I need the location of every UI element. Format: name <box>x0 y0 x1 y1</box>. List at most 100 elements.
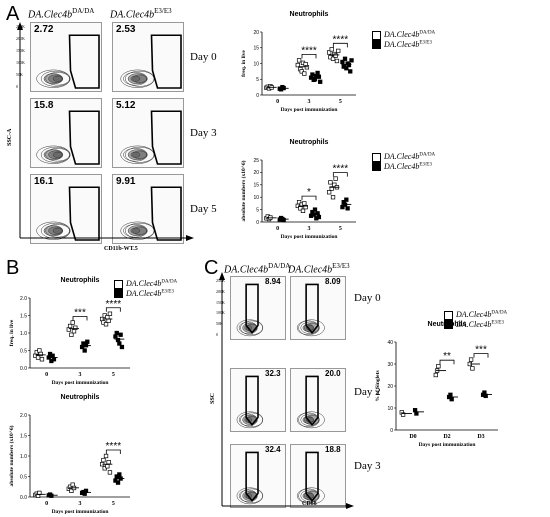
data-point-filled <box>85 339 90 344</box>
filled-square-icon <box>444 320 453 330</box>
y-tick-label: 0 <box>390 428 393 434</box>
x-tick-label: D2 <box>443 434 450 440</box>
x-tick-label: 3 <box>308 99 311 105</box>
significance-stars: * <box>307 187 311 198</box>
x-axis-label: Days post immunization <box>281 234 338 240</box>
density-contour <box>125 70 155 87</box>
data-point-open <box>37 348 42 353</box>
density-contour <box>236 487 264 505</box>
x-tick-label: D0 <box>409 434 416 440</box>
legend-item-dd: DA.Clec4bDA/DA <box>444 310 507 320</box>
significance-bracket <box>332 172 348 177</box>
data-point-open <box>336 48 341 54</box>
legend-item-e3: DA.Clec4bE3/E3 <box>114 289 177 299</box>
data-point-filled <box>82 348 87 353</box>
gate-outline <box>68 186 100 241</box>
data-point-open <box>329 47 334 52</box>
data-point-open <box>67 323 73 329</box>
density-contour <box>125 146 155 163</box>
data-point-open <box>101 457 106 463</box>
density-contour <box>40 146 71 163</box>
flow-y-tick: 150K <box>216 299 225 305</box>
data-point-open <box>302 71 307 76</box>
density-contour <box>36 221 71 240</box>
legend-item-dd: DA.Clec4bDA/DA <box>114 279 177 289</box>
flow-a-day-5: Day 5 <box>190 203 217 215</box>
flow-density-plot <box>112 98 184 168</box>
data-point-filled <box>344 66 349 71</box>
density-contour <box>298 411 325 429</box>
flow-c-genotype-dd: DA.Clec4bDA/DA <box>224 262 291 276</box>
legend-item-dd: DA.Clec4bDA/DA <box>372 30 435 40</box>
y-tick-label: 25 <box>253 158 259 164</box>
significance-stars: **** <box>301 45 317 56</box>
data-point-open <box>400 412 406 417</box>
chart-title: Neutrophils <box>428 321 467 328</box>
density-contour <box>298 487 325 505</box>
x-tick-label: 3 <box>79 501 82 507</box>
x-axis-label: Days post immunization <box>52 380 109 386</box>
density-contour <box>300 413 320 426</box>
data-point-open <box>299 69 304 74</box>
y-tick-label: 0.0 <box>20 366 27 372</box>
chart-title: Neutrophils <box>290 11 329 18</box>
legend-item-dd: DA.Clec4bDA/DA <box>372 152 435 162</box>
legend-item-e3: DA.Clec4bE3/E3 <box>372 40 435 50</box>
density-contour <box>130 227 141 234</box>
density-contour <box>123 148 148 162</box>
arrowhead <box>219 272 225 280</box>
data-point-open <box>295 62 300 68</box>
data-point-open <box>296 200 302 205</box>
gate-percentage: 32.4 <box>265 445 281 454</box>
significance-bracket <box>301 53 317 59</box>
flow-c-genotype-e3: DA.Clec4bE3/E3 <box>288 262 350 276</box>
data-point-filled <box>340 59 345 65</box>
density-contour <box>240 488 263 504</box>
y-tick-label: 30 <box>387 362 393 368</box>
flow-density-plot <box>112 22 184 92</box>
open-square-icon <box>372 152 381 162</box>
data-point-open <box>106 460 111 465</box>
flow-density-plot <box>290 444 346 508</box>
significance-stars: *** <box>475 345 487 356</box>
x-tick-label: 0 <box>276 226 279 232</box>
y-tick-label: 0.0 <box>20 495 27 501</box>
data-point-filled <box>310 72 315 77</box>
flow-c-day-2: Day 2 <box>354 386 381 398</box>
y-tick-label: 20 <box>253 30 259 36</box>
flow-c-day-3: Day 3 <box>354 460 381 472</box>
y-tick-label: 10 <box>253 195 259 201</box>
data-point-filled <box>349 58 354 63</box>
data-point-open <box>326 190 332 195</box>
data-point-open <box>302 201 307 206</box>
gate-outline <box>68 34 100 89</box>
density-contour <box>52 227 63 234</box>
data-point-open <box>328 180 333 185</box>
x-tick-label: 5 <box>339 226 342 232</box>
density-contour <box>36 145 71 164</box>
arrowhead <box>17 22 23 30</box>
x-tick-label: 5 <box>112 372 115 378</box>
legend-a1: DA.Clec4bDA/DA DA.Clec4bE3/E3 <box>372 30 435 50</box>
flow-a-xlabel: CD11b-WT.5 <box>104 246 138 252</box>
data-point-filled <box>114 330 119 336</box>
data-point-open <box>107 311 113 316</box>
data-point-open <box>334 58 340 64</box>
data-point-filled <box>318 79 323 84</box>
data-point-filled <box>340 204 345 210</box>
panel-label-b: B <box>6 257 20 279</box>
data-point-open <box>333 176 338 181</box>
data-point-filled <box>342 56 348 61</box>
x-tick-label: D3 <box>477 434 484 440</box>
y-tick-label: 40 <box>387 340 393 346</box>
density-contour <box>296 412 320 428</box>
y-tick-label: 1.0 <box>20 454 27 460</box>
y-tick-label: 1.0 <box>20 331 27 337</box>
x-tick-label: 3 <box>79 372 82 378</box>
flow-y-tick: 100K <box>216 310 225 316</box>
data-point-open <box>300 208 306 213</box>
data-point-filled <box>49 493 54 498</box>
data-point-open <box>330 195 336 200</box>
flow-y-tick: 0 <box>16 84 18 89</box>
